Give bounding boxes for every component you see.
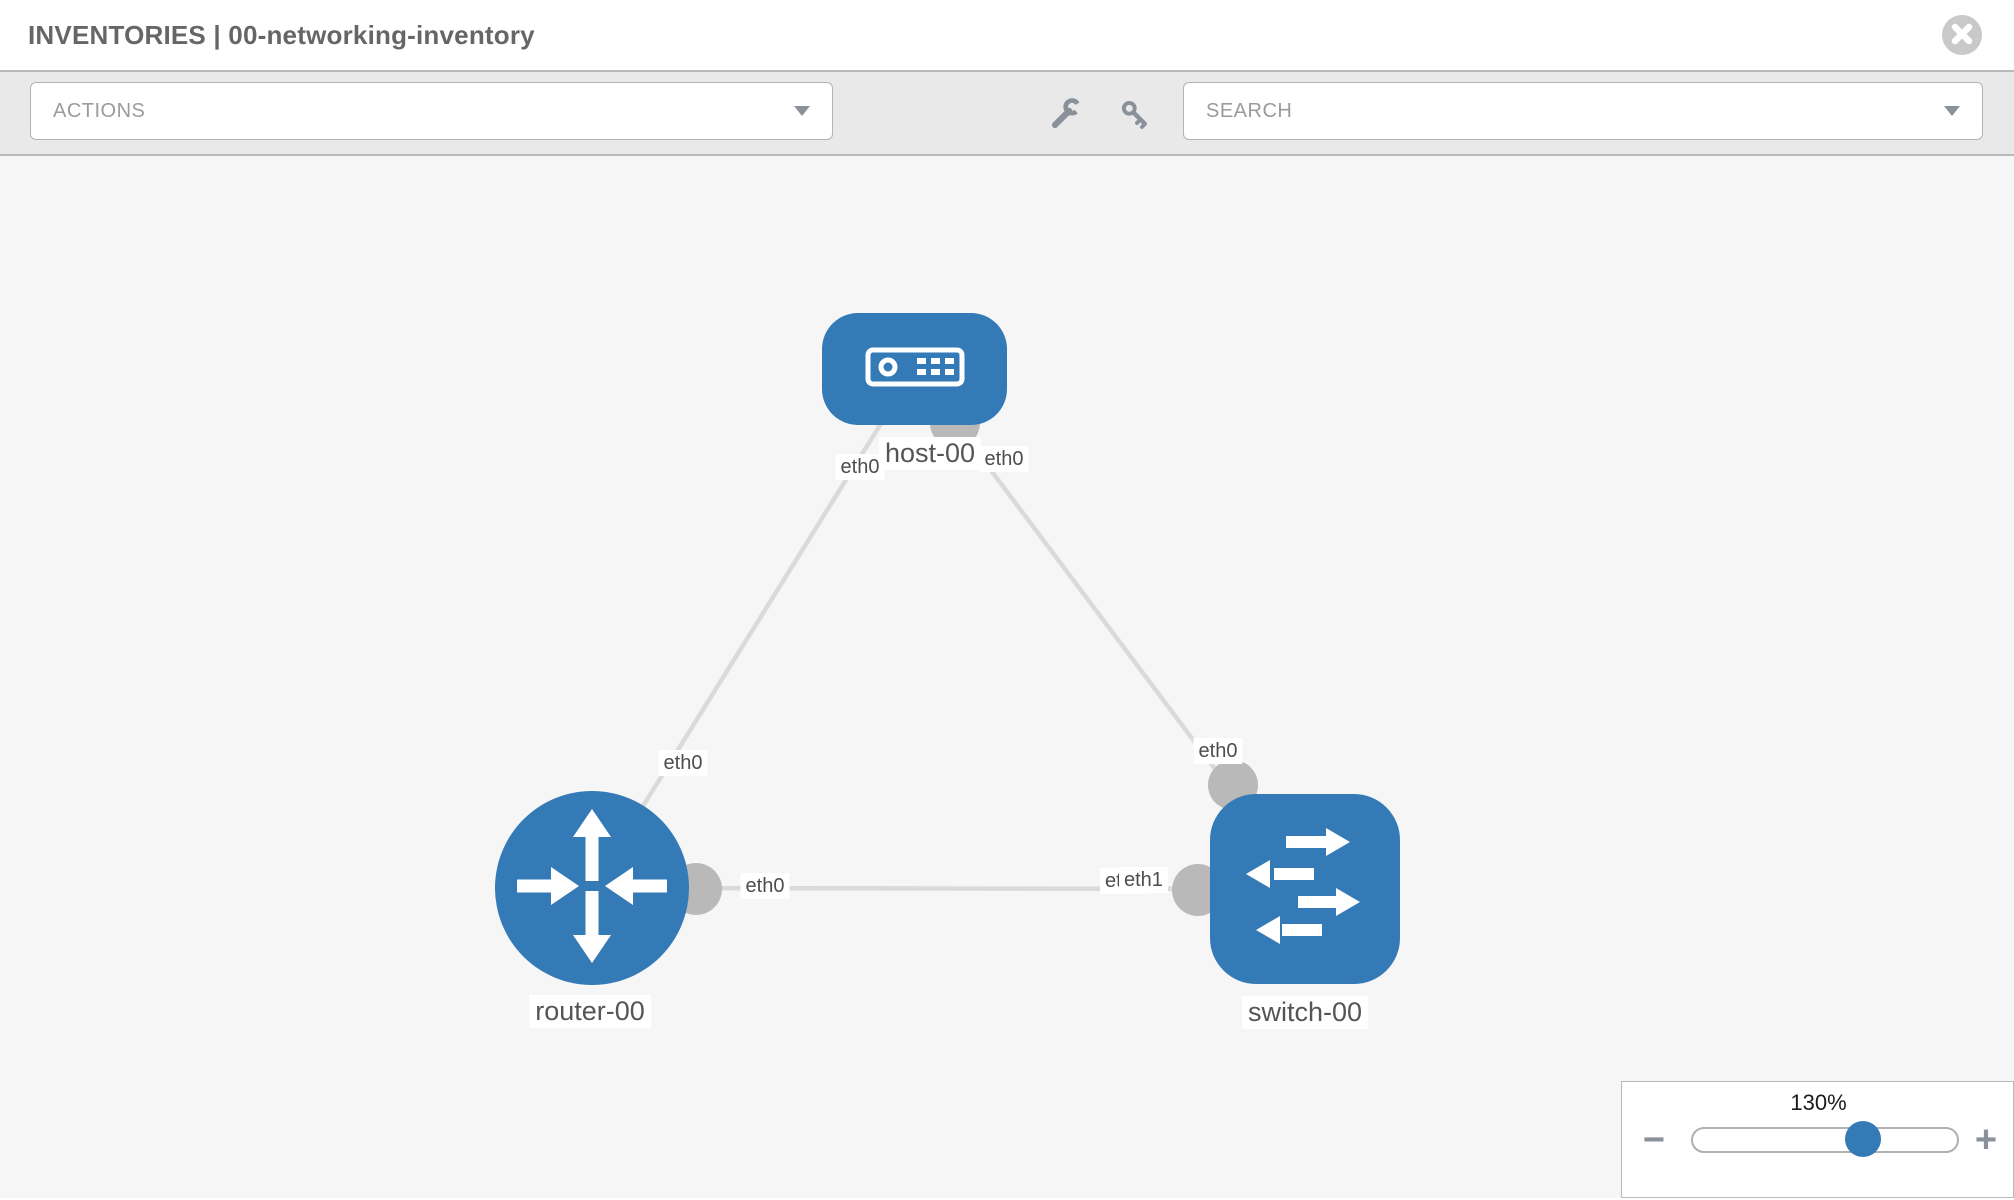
configure-wrench-button[interactable] — [1045, 96, 1085, 136]
key-icon — [1120, 99, 1151, 133]
zoom-level-label: 130% — [1790, 1090, 1847, 1115]
node-host-00[interactable] — [822, 313, 1007, 425]
zoom-out-button[interactable]: − — [1634, 1118, 1674, 1162]
node-label-router: router-00 — [529, 995, 651, 1028]
interface-label-switch-top: eth0 — [1193, 738, 1243, 764]
node-label-switch: switch-00 — [1241, 996, 1369, 1029]
actions-dropdown[interactable]: ACTIONS — [30, 82, 833, 140]
interface-label-host-left: eth0 — [835, 454, 885, 480]
node-label-host: host-00 — [878, 437, 982, 470]
search-dropdown-label: SEARCH — [1206, 99, 1293, 122]
host-device-icon — [822, 310, 1007, 428]
toolbar: ACTIONS SEARCH — [0, 72, 2014, 156]
node-router-00[interactable] — [495, 791, 689, 985]
page-title: INVENTORIES | 00-networking-inventory — [28, 20, 535, 50]
close-button[interactable] — [1942, 15, 1982, 55]
zoom-panel: 130% − + — [1621, 1081, 2014, 1198]
chevron-down-icon — [1944, 106, 1960, 116]
topology-canvas[interactable]: eth0 eth0 eth0 eth0 eth0 eth0 eth1 host-… — [0, 156, 2014, 1198]
zoom-slider[interactable] — [1691, 1121, 1959, 1157]
router-arrows-icon — [495, 789, 689, 988]
wrench-icon — [1049, 98, 1082, 134]
credentials-key-button[interactable] — [1115, 96, 1155, 136]
search-dropdown[interactable]: SEARCH — [1183, 82, 1983, 140]
switch-arrows-icon — [1210, 792, 1400, 987]
interface-label-router-right: eth0 — [740, 873, 790, 899]
chevron-down-icon — [794, 106, 810, 116]
node-switch-00[interactable] — [1210, 794, 1400, 984]
zoom-slider-thumb[interactable] — [1845, 1121, 1882, 1157]
topology-graph — [590, 367, 1307, 916]
interface-label-router-top: eth0 — [658, 750, 708, 776]
close-icon — [1942, 14, 1982, 57]
actions-dropdown-label: ACTIONS — [53, 99, 146, 122]
page-header: INVENTORIES | 00-networking-inventory — [0, 0, 2014, 72]
interface-label-switch-left-front: eth1 — [1119, 867, 1168, 893]
interface-label-host-right: eth0 — [979, 446, 1029, 472]
zoom-in-button[interactable]: + — [1966, 1118, 2006, 1162]
